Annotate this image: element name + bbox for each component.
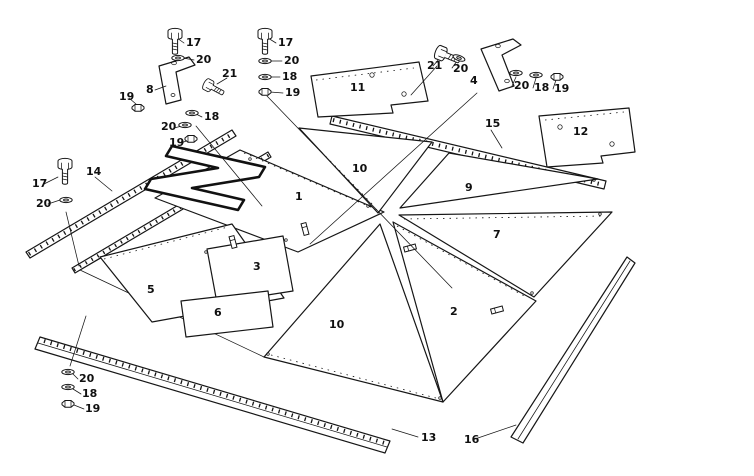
- washer-icon: [185, 109, 199, 117]
- nut-icon: [258, 88, 272, 96]
- part-label: 18: [282, 70, 297, 83]
- panel-7: [398, 211, 613, 298]
- part-label: 20: [79, 372, 95, 385]
- rail-16: [510, 256, 636, 444]
- part-label: 19: [554, 82, 569, 95]
- washer-icon: [61, 368, 75, 376]
- panel-9: [399, 152, 599, 209]
- callouts: 17 20 8 21 19 18 20 19 17 20 18 19 11 21…: [32, 36, 588, 446]
- part-label: 10: [329, 318, 345, 331]
- plate-12: [538, 107, 636, 168]
- part-label: 8: [146, 83, 154, 96]
- part-label: 9: [465, 181, 473, 194]
- part-label: 20: [284, 54, 300, 67]
- part-label: 10: [352, 162, 368, 175]
- part-label: 14: [86, 165, 102, 178]
- part-label: 2: [450, 305, 458, 318]
- washer-icon: [258, 73, 272, 81]
- part-label: 4: [470, 74, 478, 87]
- part-label: 18: [82, 387, 97, 400]
- floor-panels: [79, 127, 613, 403]
- washer-icon: [509, 69, 523, 77]
- z-cutout: [143, 144, 267, 212]
- part-label: 11: [350, 81, 365, 94]
- panel-10-bottom: [263, 223, 444, 403]
- part-label: 13: [421, 431, 436, 444]
- part-label: 18: [534, 81, 549, 94]
- part-label: 19: [169, 136, 184, 149]
- nut-icon: [550, 73, 564, 81]
- part-label: 19: [285, 86, 300, 99]
- part-label: 17: [278, 36, 293, 49]
- part-label: 17: [186, 36, 201, 49]
- bracket-8: [158, 56, 196, 105]
- washer-icon: [529, 71, 543, 79]
- part-label: 6: [214, 306, 222, 319]
- part-label: 5: [147, 283, 155, 296]
- washer-icon: [171, 54, 185, 62]
- panel-2: [392, 221, 537, 403]
- part-label: 21: [222, 67, 237, 80]
- bolt-icon: [167, 27, 183, 55]
- part-label: 20: [196, 53, 212, 66]
- part-label: 20: [514, 79, 530, 92]
- part-label: 12: [573, 125, 588, 138]
- part-label: 15: [485, 117, 500, 130]
- part-label: 16: [464, 433, 480, 446]
- part-label: 19: [119, 90, 134, 103]
- washer-icon: [178, 121, 192, 129]
- washer-icon: [258, 57, 272, 65]
- part-label: 20: [161, 120, 177, 133]
- nut-icon: [184, 135, 198, 143]
- bolt-icon: [57, 157, 73, 185]
- part-label: 19: [85, 402, 100, 415]
- part-label: 17: [32, 177, 47, 190]
- part-label: 21: [427, 59, 442, 72]
- part-label: 20: [36, 197, 52, 210]
- plate-11: [310, 61, 429, 118]
- part-label: 1: [295, 190, 303, 203]
- part-label: 20: [453, 62, 469, 75]
- rail-13: [34, 336, 391, 454]
- part-label: 7: [493, 228, 501, 241]
- nut-icon: [61, 400, 75, 408]
- washer-icon: [59, 196, 73, 204]
- nut-icon: [131, 104, 145, 112]
- washer-icon: [61, 383, 75, 391]
- bracket-4: [480, 38, 522, 92]
- panel-6: [180, 290, 274, 338]
- bolt-icon: [257, 27, 273, 55]
- part-label: 18: [204, 110, 219, 123]
- part-label: 3: [253, 260, 261, 273]
- panel-3: [206, 235, 294, 304]
